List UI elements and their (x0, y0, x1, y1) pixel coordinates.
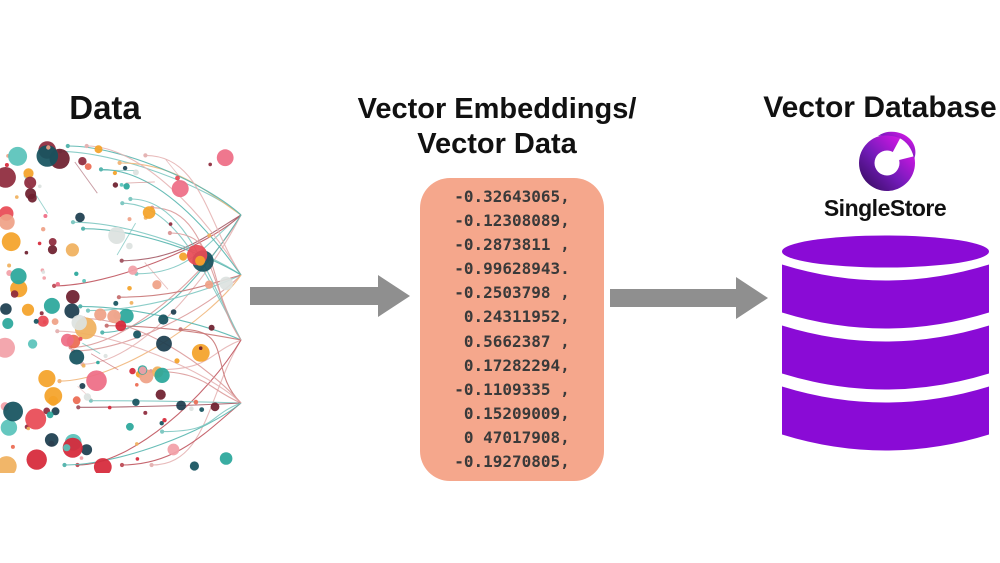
vector-value: -0.2873811 , (454, 235, 570, 255)
vector-value: 0.15209009, (454, 403, 570, 423)
embeddings-stage-title: Vector Embeddings/ Vector Data (352, 92, 642, 163)
vector-value: 0 47017908, (454, 427, 570, 447)
vector-value: 0.5662387 , (454, 331, 570, 351)
vector-value: -0.19270805, (454, 451, 570, 471)
vector-values-box: -0.32643065, -0.12308089, -0.2873811 , -0.9… (420, 178, 604, 481)
vector-value: -0.12308089, (454, 211, 570, 231)
vector-value: 0.17282294, (454, 355, 570, 375)
vector-value: -0.2503798 , (454, 283, 570, 303)
data-stage-title: Data (69, 89, 141, 126)
database-cylinder-icon (782, 235, 989, 451)
data-scatter-graphic (0, 141, 242, 473)
vector-value: 0.24311952, (454, 307, 570, 327)
vector-value: -0.32643065, (454, 186, 570, 206)
vendor-name: SingleStore (823, 195, 947, 221)
singlestore-logo-icon (859, 131, 916, 191)
arrow-right-icon (610, 277, 768, 319)
embeddings-title-line1: Vector Embeddings/ (357, 93, 637, 125)
vector-value: -0.99628943. (454, 259, 570, 279)
database-stage-title: Vector Database (763, 91, 997, 124)
arrow-right-icon (250, 275, 410, 317)
vector-value: -0.1109335 , (454, 379, 570, 399)
embeddings-title-line2: Vector Data (417, 128, 577, 161)
